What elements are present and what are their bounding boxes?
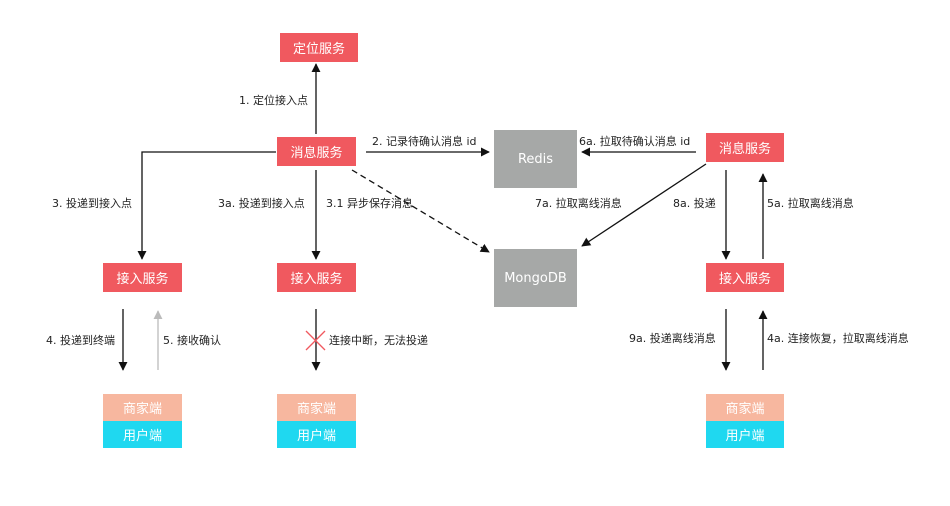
- label-deliver-to-access-1: 3. 投递到接入点: [52, 197, 132, 210]
- label-pull-pending-ids: 6a. 拉取待确认消息 id: [579, 135, 691, 148]
- access-service-1-node: 接入服务: [103, 263, 182, 292]
- locate-service-node: 定位服务: [280, 33, 358, 62]
- label-deliver-right: 8a. 投递: [673, 197, 716, 210]
- redis-node: Redis: [494, 130, 577, 188]
- edge-async-save: [351, 169, 490, 253]
- label-async-save: 3.1 异步保存消息: [326, 197, 413, 210]
- mongodb-node: MongoDB: [494, 249, 577, 307]
- label-reconnect-pull: 4a. 连接恢复，拉取离线消息: [767, 332, 909, 345]
- label-pull-offline-up: 5a. 拉取离线消息: [767, 197, 854, 210]
- merchant-client-1-node: 商家端: [103, 394, 182, 421]
- label-record-pending-id: 2. 记录待确认消息 id: [372, 135, 477, 148]
- broken-connection-icon: [305, 330, 326, 351]
- merchant-client-3-node: 商家端: [706, 394, 784, 421]
- user-client-3-node: 用户端: [706, 421, 784, 448]
- label-broken-delivery: 连接中断，无法投递: [329, 334, 428, 347]
- label-deliver-to-access-2: 3a. 投递到接入点: [218, 197, 305, 210]
- user-client-1-node: 用户端: [103, 421, 182, 448]
- label-pull-offline-msgs: 7a. 拉取离线消息: [535, 197, 622, 210]
- edge-deliver-to-access-1: [137, 151, 276, 260]
- label-deliver-offline: 9a. 投递离线消息: [629, 332, 716, 345]
- merchant-client-2-node: 商家端: [277, 394, 356, 421]
- edge-pull-offline-msgs: [581, 163, 707, 247]
- user-client-2-node: 用户端: [277, 421, 356, 448]
- message-service-left-node: 消息服务: [277, 137, 356, 166]
- access-service-3-node: 接入服务: [706, 263, 784, 292]
- access-service-2-node: 接入服务: [277, 263, 356, 292]
- message-service-right-node: 消息服务: [706, 133, 784, 162]
- label-locate-access-point: 1. 定位接入点: [239, 94, 308, 107]
- label-receive-ack: 5. 接收确认: [163, 334, 221, 347]
- label-deliver-to-terminal: 4. 投递到终端: [46, 334, 115, 347]
